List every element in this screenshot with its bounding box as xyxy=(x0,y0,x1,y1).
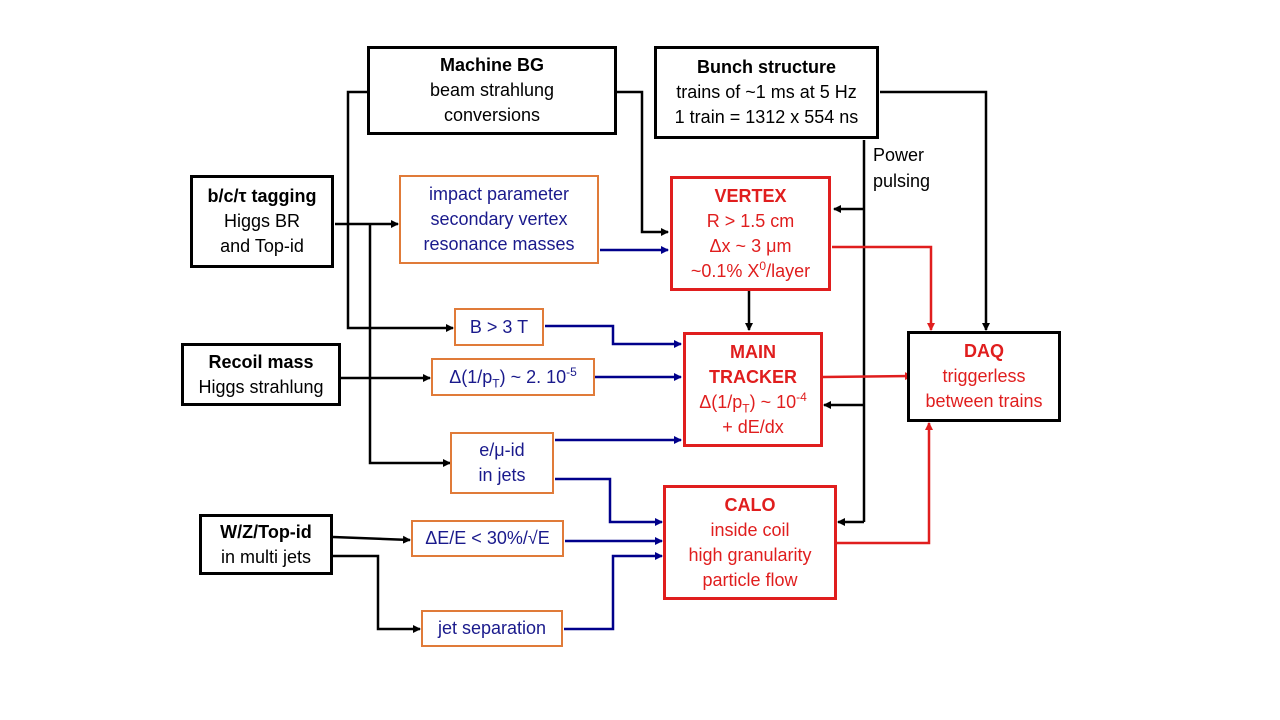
btag-line1: Higgs BR xyxy=(223,211,301,231)
tracker-line2: + dE/dx xyxy=(722,416,784,437)
calo-line2: high granularity xyxy=(688,544,812,565)
link-btag-eid xyxy=(368,224,451,467)
jet-separation-box: jet separation xyxy=(421,610,563,647)
vertex-line3: ~0.1% X0/layer xyxy=(690,258,811,281)
energy-resolution-box: ΔE/E < 30%/√E xyxy=(411,520,564,557)
vertex-box: VERTEX R > 1.5 cm Δx ~ 3 μm ~0.1% X0/lay… xyxy=(670,176,831,291)
link-vertex-daq xyxy=(832,245,935,331)
calo-box: CALO inside coil high granularity partic… xyxy=(663,485,837,600)
daq-box: DAQ triggerless between trains xyxy=(907,331,1061,422)
tracker-title: MAIN xyxy=(730,341,776,362)
impact-line3: resonance masses xyxy=(423,234,575,254)
tracker-title2: TRACKER xyxy=(709,366,797,387)
link-calo-daq xyxy=(837,422,933,545)
calo-title: CALO xyxy=(724,494,776,515)
energy-resolution-text: ΔE/E < 30%/√E xyxy=(425,528,550,548)
link-bfield-tracker xyxy=(545,324,682,348)
machine-bg-line1: beam strahlung xyxy=(429,80,555,100)
wz-top-box: W/Z/Top-id in multi jets xyxy=(199,514,333,575)
link-wz-energy xyxy=(332,535,411,544)
power-label-line1: Power xyxy=(873,145,925,165)
daq-line1: triggerless xyxy=(942,366,1026,386)
link-machinebg-bfield xyxy=(346,90,454,332)
bunch-title: Bunch structure xyxy=(696,57,837,77)
link-wz-jetsep xyxy=(333,554,421,633)
power-pulsing-label: Power pulsing xyxy=(873,142,930,194)
wz-title: W/Z/Top-id xyxy=(220,521,312,542)
impact-line1: impact parameter xyxy=(428,184,570,204)
bunch-structure-box: Bunch structure trains of ~1 ms at 5 Hz … xyxy=(654,46,879,139)
bunch-line2: 1 train = 1312 x 554 ns xyxy=(674,107,859,127)
machine-bg-box: Machine BG beam strahlung conversions xyxy=(367,46,617,135)
power-label-line2: pulsing xyxy=(873,171,931,191)
momentum-resolution-box: Δ(1/pT) ~ 2. 10-5 xyxy=(431,358,595,396)
btag-box: b/c/τ tagging Higgs BR and Top-id xyxy=(190,175,334,268)
lepton-id-line1: e/μ-id xyxy=(479,440,525,460)
link-eid-calo xyxy=(555,477,663,526)
b-field-text: B > 3 T xyxy=(469,316,529,337)
wz-line1: in multi jets xyxy=(220,546,312,567)
btag-line2: and Top-id xyxy=(220,236,304,256)
vertex-title: VERTEX xyxy=(714,185,787,206)
calo-line3: particle flow xyxy=(702,569,798,590)
impact-line2: secondary vertex xyxy=(430,209,568,229)
recoil-line1: Higgs strahlung xyxy=(198,376,324,397)
btag-title: b/c/τ tagging xyxy=(207,186,317,206)
recoil-title: Recoil mass xyxy=(208,351,314,372)
link-machinebg-vertex xyxy=(617,90,669,236)
link-bunch-daq xyxy=(880,90,990,331)
vertex-line2: Δx ~ 3 μm xyxy=(709,235,792,256)
lepton-id-box: e/μ-id in jets xyxy=(450,432,554,494)
b-field-box: B > 3 T xyxy=(454,308,544,346)
daq-line2: between trains xyxy=(925,391,1043,411)
bunch-line1: trains of ~1 ms at 5 Hz xyxy=(676,82,857,102)
vertex-line1: R > 1.5 cm xyxy=(706,210,795,231)
recoil-mass-box: Recoil mass Higgs strahlung xyxy=(181,343,341,406)
jet-separation-text: jet separation xyxy=(437,618,547,638)
momentum-resolution-text: Δ(1/pT) ~ 2. 10-5 xyxy=(449,364,577,391)
tracker-line1: Δ(1/pT) ~ 10-4 xyxy=(699,389,807,416)
machine-bg-title: Machine BG xyxy=(439,55,545,75)
lepton-id-line2: in jets xyxy=(478,465,526,485)
impact-parameter-box: impact parameter secondary vertex resona… xyxy=(399,175,599,264)
main-tracker-box: MAIN TRACKER Δ(1/pT) ~ 10-4 + dE/dx xyxy=(683,332,823,447)
link-tracker-daq xyxy=(822,372,913,381)
calo-line1: inside coil xyxy=(710,519,790,540)
machine-bg-line2: conversions xyxy=(443,105,541,125)
daq-title: DAQ xyxy=(964,341,1004,361)
link-jetsep-calo xyxy=(564,552,663,631)
